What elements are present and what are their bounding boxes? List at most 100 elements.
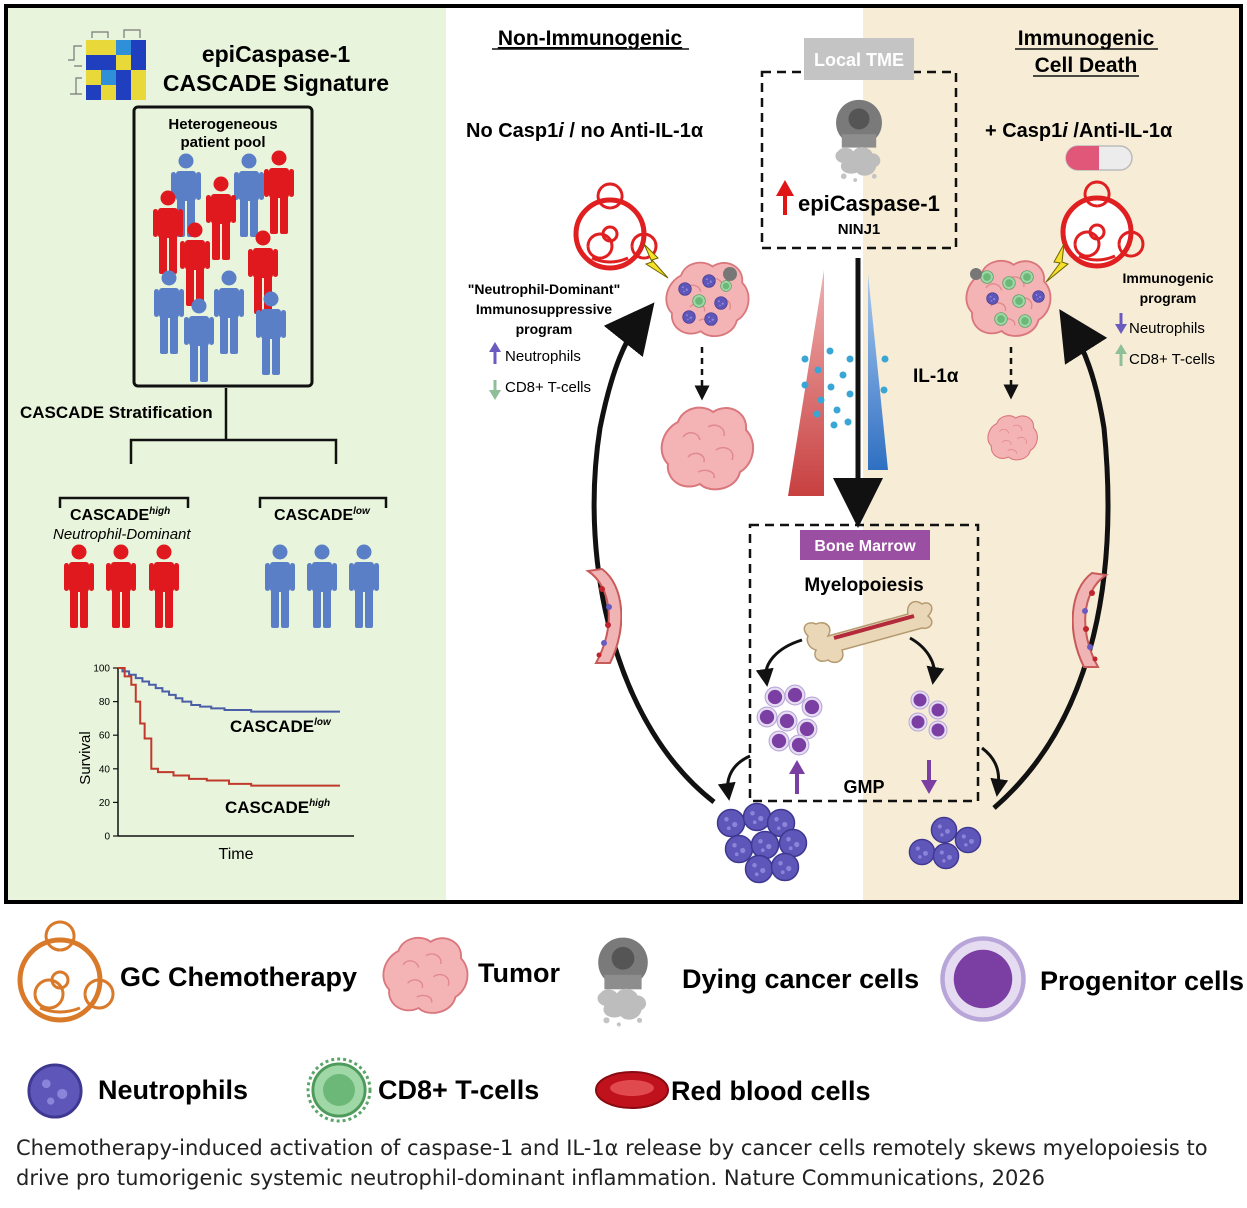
gmp-label: GMP — [843, 777, 884, 797]
bone-to-left-progenitors-arrow — [755, 638, 803, 687]
biohazard-icon — [17, 920, 115, 1023]
heatmap-icon — [68, 29, 146, 100]
tumor-with-cells-left — [665, 261, 750, 338]
legend-label-neutrophils: Neutrophils — [98, 1075, 248, 1105]
patient-pool-line1: Heterogeneous — [168, 116, 277, 133]
km-label-low: CASCADElow — [230, 717, 332, 736]
tumor-with-cells-right — [965, 259, 1052, 337]
right-panel-background — [863, 8, 1239, 900]
myelopoiesis-label: Myelopoiesis — [804, 575, 923, 596]
km-y-tick-label: 80 — [99, 697, 111, 708]
left-cd8-label: CD8+ T-cells — [505, 379, 591, 396]
right-program-line2: program — [1140, 290, 1197, 306]
bone-marrow-tag — [800, 530, 930, 560]
legend-label-dying-cells: Dying cancer cells — [682, 964, 919, 994]
legend-item-dying-cells: Dying cancer cells — [597, 937, 919, 1027]
patient-pool-line2: patient pool — [181, 134, 266, 151]
bone-icon — [803, 600, 933, 664]
immunogenic-title-line1: Immunogenic — [1018, 27, 1155, 50]
figure-caption: Chemotherapy-induced activation of caspa… — [16, 1136, 1208, 1190]
gmp-up-arrow — [789, 760, 805, 794]
bone-to-right-progenitors-arrow — [909, 636, 945, 685]
biohazard-icon — [573, 182, 658, 271]
left-program-line2: Immunosuppressive — [476, 301, 612, 317]
left-program-line1: "Neutrophil-Dominant" — [468, 281, 620, 297]
local-tme-label: Local TME — [814, 50, 904, 70]
pathway-diagram: epiCaspase-1 CASCADE Signature Heterogen… — [16, 27, 1215, 884]
legend: GC Chemotherapy Tumor Dying cancer cells… — [17, 920, 1244, 1123]
km-y-tick-label: 0 — [104, 832, 110, 843]
right-circulation-arrow — [992, 309, 1111, 810]
km-y-tick-label: 100 — [93, 664, 110, 675]
left-neutrophil-cluster — [716, 802, 808, 884]
patient-pool-people — [153, 150, 294, 382]
left-neutrophils-up-arrow — [489, 342, 501, 364]
legend-label-red-blood-cells: Red blood cells — [671, 1076, 871, 1106]
red-blood-cell-icon — [595, 1071, 669, 1109]
lightning-icon — [643, 243, 669, 279]
bone-marrow-label: Bone Marrow — [814, 538, 916, 555]
local-tme-tag — [804, 38, 914, 80]
immunogenic-title-line2: Cell Death — [1035, 54, 1138, 77]
right-program-line1: Immunogenic — [1122, 270, 1213, 286]
km-series-low — [118, 667, 340, 713]
epicaspase-label: epiCaspase-1 — [798, 191, 940, 216]
il1a-label: IL-1α — [913, 366, 959, 387]
left-program-line3: program — [516, 321, 573, 337]
signature-title-line1: epiCaspase-1 — [202, 41, 351, 67]
group-high-people — [64, 544, 179, 628]
legend-item-red-blood-cells: Red blood cells — [595, 1071, 871, 1109]
legend-item-t-cells: CD8+ T-cells — [306, 1057, 539, 1123]
stratification-label: CASCADE Stratification — [20, 403, 213, 422]
neutrophil-icon — [27, 1063, 83, 1119]
right-neutrophils-down-arrow — [1115, 313, 1127, 334]
right-cd8-label: CD8+ T-cells — [1129, 351, 1215, 368]
dying-cell-icon — [597, 937, 648, 1027]
tumor-icon — [382, 936, 469, 1014]
left-cd8-down-arrow — [489, 380, 501, 400]
cd8-t-cell-icon — [306, 1057, 372, 1123]
gmp-down-arrow — [921, 760, 937, 794]
progenitor-cell-icon — [943, 939, 1024, 1020]
bm-to-left-neutrophils-arrow — [717, 754, 751, 801]
km-label-high: CASCADEhigh — [225, 798, 330, 817]
legend-label-tumor: Tumor — [478, 958, 560, 988]
epicaspase-up-arrow — [776, 180, 794, 215]
left-panel-background — [8, 8, 446, 900]
legend-item-progenitor: Progenitor cells — [943, 939, 1244, 1020]
stratification-label-bg — [16, 398, 224, 422]
legend-label-t-cells: CD8+ T-cells — [378, 1075, 539, 1105]
tree-branches — [129, 438, 338, 464]
right-cd8-up-arrow — [1115, 344, 1127, 366]
km-y-tick-label: 60 — [99, 731, 111, 742]
figure-frame: epiCaspase-1 CASCADE Signature Heterogen… — [4, 4, 1243, 904]
patient-pool-box — [132, 105, 314, 388]
immunogenic-condition: + Casp1i /Anti-IL-1α — [985, 120, 1173, 142]
biohazard-icon — [1060, 180, 1145, 269]
km-x-label: Time — [219, 846, 254, 863]
km-y-label: Survival — [77, 731, 94, 784]
km-y-tick-label: 40 — [99, 764, 111, 775]
bm-to-right-neutrophils-arrow — [981, 746, 1009, 797]
il1a-release-dots — [801, 347, 889, 429]
large-tumor-icon — [660, 406, 755, 491]
group-high-label: CASCADEhigh — [70, 506, 170, 524]
left-neutrophils-label: Neutrophils — [505, 348, 581, 365]
legend-item-tumor: Tumor — [382, 936, 560, 1014]
legend-label-progenitor: Progenitor cells — [1040, 966, 1244, 996]
dying-cancer-cell-icon — [835, 99, 882, 182]
high-group-bracket — [58, 496, 190, 508]
right-progenitor-cluster — [908, 690, 948, 740]
lightning-icon — [1045, 243, 1070, 283]
low-group-bracket — [258, 496, 388, 508]
ninj1-label: NINJ1 — [838, 221, 881, 238]
signature-title-line2: CASCADE Signature — [163, 70, 389, 96]
group-low-people — [265, 544, 379, 628]
il1a-gradient-wedge — [868, 274, 888, 470]
left-circulation-arrow — [591, 302, 716, 804]
group-low-label: CASCADElow — [274, 506, 371, 524]
legend-item-chemotherapy: GC Chemotherapy — [17, 920, 357, 1023]
left-progenitor-cluster — [756, 684, 823, 756]
non-immunogenic-condition: No Casp1i / no Anti-IL-1α — [466, 120, 704, 142]
